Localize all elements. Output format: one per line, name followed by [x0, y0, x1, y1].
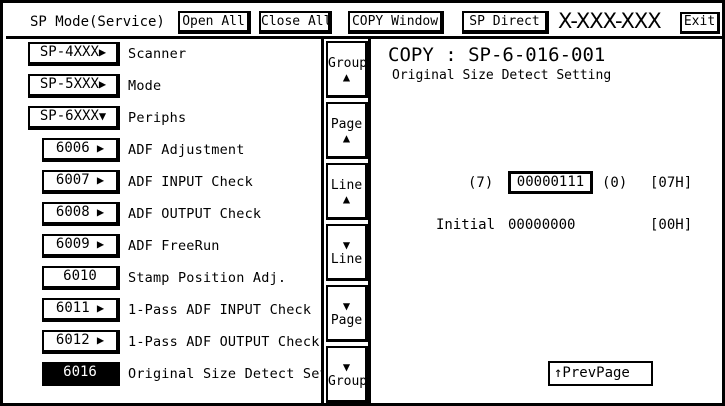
list-item-label: ADF OUTPUT Check [128, 206, 262, 222]
list-item-label: ADF FreeRun [128, 238, 220, 254]
copy-window-button[interactable]: COPY Window [348, 11, 444, 34]
list-item[interactable]: 6010 Stamp Position Adj. [6, 263, 321, 295]
list-item[interactable]: 6011 ▶ 1-Pass ADF INPUT Check [6, 295, 321, 327]
sp-code-label: SP-6XXX [39, 108, 99, 124]
list-item[interactable]: 6008 ▶ ADF OUTPUT Check [6, 199, 321, 231]
sp-code-button-6010[interactable]: 6010 [42, 266, 120, 290]
nav-line-up-button[interactable]: Line▲ [326, 163, 368, 220]
sp-code-button-sp-5xxx[interactable]: SP-5XXX▶ [28, 74, 120, 98]
sp-code-label: 6006 [55, 140, 90, 156]
triangle-down-icon: ▼ [342, 299, 351, 313]
nav-group-down-button[interactable]: ▼Group [326, 346, 368, 403]
nav-line-down-button[interactable]: ▼Line [326, 224, 368, 281]
model-number-label: X-XXX-XXX [558, 9, 662, 33]
list-item-label: Periphs [128, 110, 187, 126]
chevron-right-icon: ▶ [89, 141, 105, 155]
nav-button-label: Page [330, 313, 363, 328]
sp-code-label: 6008 [55, 204, 90, 220]
nav-page-up-button[interactable]: Page▲ [326, 102, 368, 159]
value-suffix-label: (0) [602, 175, 628, 191]
sp-code-label: SP-4XXX [39, 44, 99, 60]
chevron-right-icon: ▶ [89, 205, 105, 219]
page-title: SP Mode(Service) [30, 14, 165, 30]
list-item-label: 1-Pass ADF INPUT Check [128, 302, 312, 318]
initial-value-row: Initial 00000000 [00H] [371, 217, 725, 239]
value-index-label: (7) [468, 175, 494, 191]
open-all-button[interactable]: Open All [178, 11, 251, 34]
list-item-label: ADF Adjustment [128, 142, 245, 158]
chevron-down-icon: ▼ [98, 109, 107, 123]
triangle-up-icon: ▲ [342, 131, 351, 145]
triangle-up-icon: ▲ [342, 70, 351, 84]
nav-button-label: Page [330, 117, 363, 132]
list-item-label: Scanner [128, 46, 187, 62]
list-item[interactable]: SP-5XXX▶ Mode [6, 71, 321, 103]
sp-code-button-6008[interactable]: 6008 ▶ [42, 202, 120, 226]
header-bar: SP Mode(Service) Open All Close All COPY… [6, 6, 725, 39]
initial-label: Initial [436, 217, 496, 233]
sp-code-button-6011[interactable]: 6011 ▶ [42, 298, 120, 322]
triangle-down-icon: ▼ [342, 238, 351, 252]
chevron-right-icon: ▶ [98, 45, 107, 59]
chevron-right-icon: ▶ [89, 173, 105, 187]
sp-code-label: 6009 [55, 236, 90, 252]
sp-code-button-6009[interactable]: 6009 ▶ [42, 234, 120, 258]
sp-code-button-6012[interactable]: 6012 ▶ [42, 330, 120, 354]
list-item-label: Mode [128, 78, 162, 94]
close-all-button[interactable]: Close All [259, 11, 332, 34]
sp-code-button-6016[interactable]: 6016 [42, 362, 120, 386]
triangle-up-icon: ▲ [342, 192, 351, 206]
chevron-right-icon: ▶ [89, 333, 105, 347]
initial-bit-value: 00000000 [508, 217, 576, 233]
list-item[interactable]: SP-4XXX▶ Scanner [6, 39, 321, 71]
sp-code-label: 6010 [63, 268, 97, 284]
sp-code-button-sp-4xxx[interactable]: SP-4XXX▶ [28, 42, 120, 66]
bit-value-field[interactable]: 00000111 [508, 171, 593, 194]
nav-page-down-button[interactable]: ▼Page [326, 285, 368, 342]
sp-code-label: SP-5XXX [39, 76, 99, 92]
list-item-label: ADF INPUT Check [128, 174, 253, 190]
list-item[interactable]: SP-6XXX▼ Periphs [6, 103, 321, 135]
sp-description: Original Size Detect Setting [392, 68, 612, 83]
prev-page-button[interactable]: ↑PrevPage [548, 361, 653, 386]
nav-button-label: Group [328, 374, 368, 389]
nav-button-label: Line [330, 178, 363, 193]
sp-code-label: 6007 [55, 172, 90, 188]
list-item[interactable]: 6016 Original Size Detect Setting [6, 359, 321, 391]
nav-button-label: Group [328, 56, 368, 71]
current-value-row: (7) 00000111 (0) [07H] [371, 171, 725, 197]
chevron-right-icon: ▶ [89, 301, 105, 315]
initial-hex-label: [00H] [650, 217, 693, 233]
sp-code-button-6006[interactable]: 6006 ▶ [42, 138, 120, 162]
sp-code-button-6007[interactable]: 6007 ▶ [42, 170, 120, 194]
value-hex-label: [07H] [650, 175, 693, 191]
chevron-right-icon: ▶ [98, 77, 107, 91]
list-item-label: 1-Pass ADF OUTPUT Check [128, 334, 320, 350]
sp-code-label: 6016 [63, 364, 97, 380]
detail-panel: COPY : SP-6-016-001 Original Size Detect… [371, 39, 725, 406]
list-item[interactable]: 6007 ▶ ADF INPUT Check [6, 167, 321, 199]
nav-group-up-button[interactable]: Group▲ [326, 41, 368, 98]
nav-column: Group▲Page▲Line▲▼Line▼Page▼Group [321, 39, 371, 406]
list-item[interactable]: 6009 ▶ ADF FreeRun [6, 231, 321, 263]
list-item[interactable]: 6006 ▶ ADF Adjustment [6, 135, 321, 167]
chevron-right-icon: ▶ [89, 237, 105, 251]
sp-code-label: 6011 [55, 300, 90, 316]
sp-code-button-sp-6xxx[interactable]: SP-6XXX▼ [28, 106, 120, 130]
exit-button[interactable]: Exit [680, 12, 720, 34]
list-item[interactable]: 6012 ▶ 1-Pass ADF OUTPUT Check [6, 327, 321, 359]
triangle-down-icon: ▼ [342, 360, 351, 374]
nav-button-label: Line [330, 252, 363, 267]
list-item-label: Original Size Detect Setting [128, 366, 321, 382]
sp-code-title: COPY : SP-6-016-001 [388, 44, 606, 66]
list-item-label: Stamp Position Adj. [128, 270, 287, 286]
sp-code-label: 6012 [55, 332, 90, 348]
sp-direct-button[interactable]: SP Direct [462, 11, 549, 34]
